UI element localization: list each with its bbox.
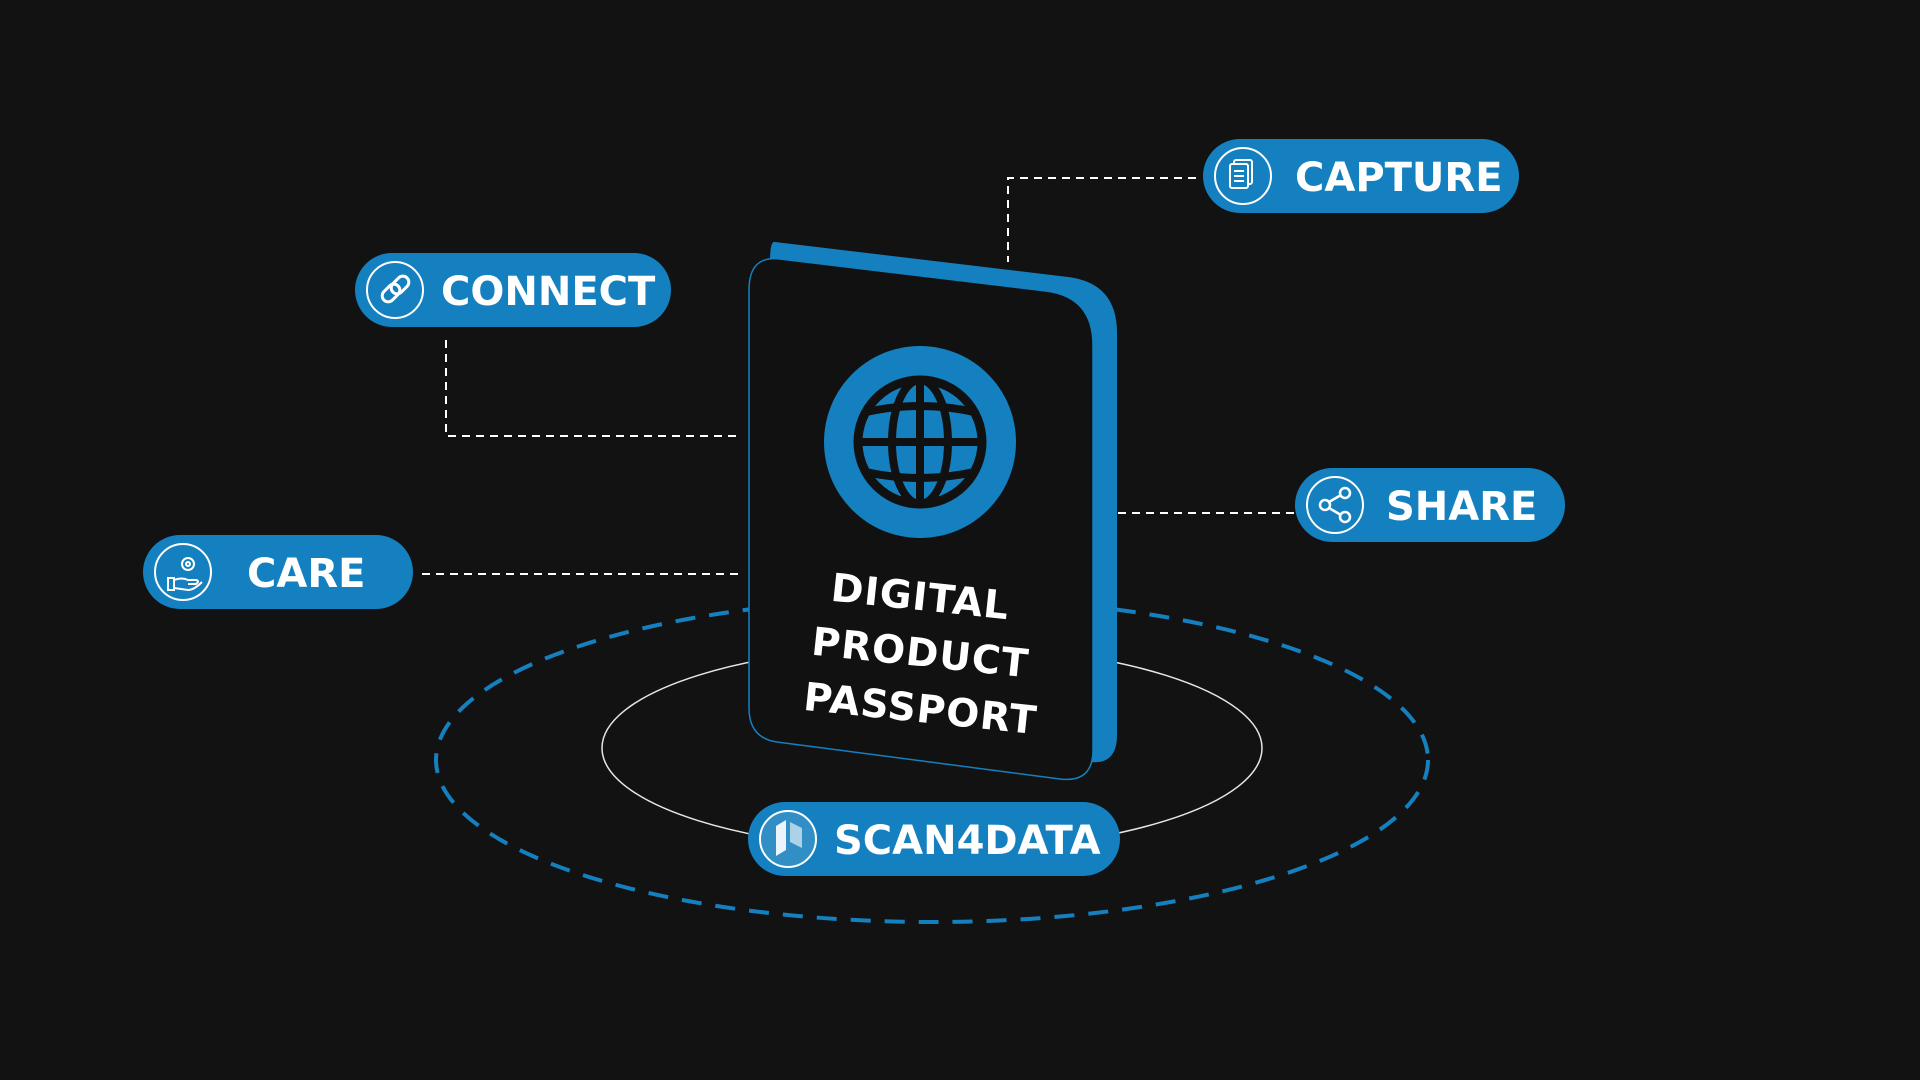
documents-icon xyxy=(1214,147,1272,205)
globe-icon xyxy=(824,346,1016,538)
connector-connect xyxy=(445,340,742,437)
care-label: CARE xyxy=(247,551,365,597)
hand-gear-icon xyxy=(154,543,212,601)
connectors xyxy=(422,177,1296,575)
node-scan4data[interactable]: SCAN4DATA xyxy=(748,802,1120,876)
share-label: SHARE xyxy=(1386,484,1537,530)
passport-title: DIGITAL PRODUCT PASSPORT xyxy=(801,566,1039,744)
passport-book: DIGITAL PRODUCT PASSPORT xyxy=(748,241,1117,781)
scan4data-label: SCAN4DATA xyxy=(834,818,1101,864)
capture-label: CAPTURE xyxy=(1295,155,1503,201)
node-share[interactable]: SHARE xyxy=(1295,468,1565,542)
node-connect[interactable]: CONNECT xyxy=(355,253,671,327)
connector-capture xyxy=(1007,177,1196,262)
share-icon xyxy=(1306,476,1364,534)
node-capture[interactable]: CAPTURE xyxy=(1203,139,1519,213)
connect-label: CONNECT xyxy=(441,269,656,315)
node-care[interactable]: CARE xyxy=(143,535,413,609)
link-icon xyxy=(366,261,424,319)
scan4data-logo-icon xyxy=(759,810,817,868)
